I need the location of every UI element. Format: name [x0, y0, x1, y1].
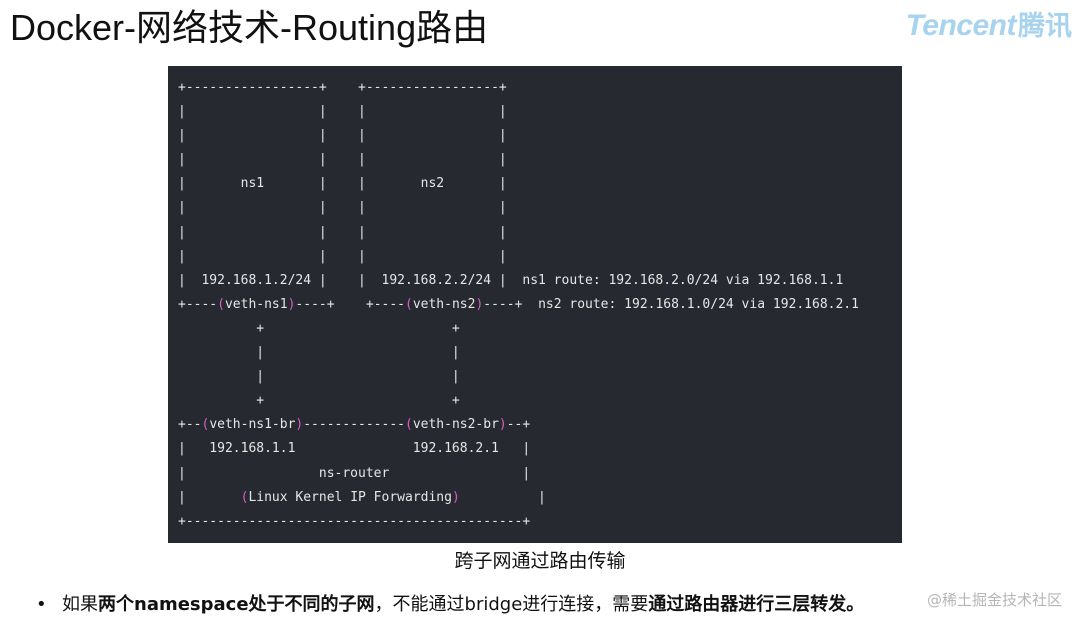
- bullet-text: 如果: [62, 594, 98, 615]
- tencent-logo: Tencent腾讯: [906, 4, 1072, 48]
- paren-highlight: ): [498, 417, 507, 433]
- ascii-diagram: +-----------------+ +-----------------+ |…: [178, 76, 859, 534]
- diagram-line: + +: [178, 389, 859, 413]
- diagram-line: | |: [178, 365, 859, 389]
- diagram-text: veth-ns1: [224, 296, 288, 312]
- diagram-text: | ns-router |: [178, 465, 531, 481]
- diagram-text: | ns1 | | ns2 |: [178, 176, 507, 192]
- diagram-caption: 跨子网通过路由传输: [454, 550, 626, 572]
- paren-highlight: ): [475, 296, 484, 312]
- diagram-text: | 192.168.1.2/24 | | 192.168.2.2/24 | ns…: [178, 272, 844, 288]
- diagram-text: +---------------------------------------…: [178, 513, 531, 529]
- bullet-icon: •: [36, 594, 47, 615]
- diagram-line: | |: [178, 341, 859, 365]
- diagram-line: +-----------------+ +-----------------+: [178, 76, 859, 100]
- diagram-text: -------------: [303, 417, 405, 433]
- paren-highlight: ): [451, 489, 460, 505]
- diagram-text: --+: [506, 417, 531, 433]
- diagram-text: ----+ ns2 route: 192.168.1.0/24 via 192.…: [483, 296, 859, 312]
- diagram-text: | |: [178, 345, 460, 361]
- paren-highlight: ): [295, 417, 304, 433]
- diagram-text: | 192.168.1.1 192.168.2.1 |: [178, 441, 531, 457]
- diagram-line: | | | |: [178, 124, 859, 148]
- paren-highlight: (: [240, 489, 249, 505]
- diagram-text: | | | |: [178, 152, 507, 168]
- diagram-text: + +: [178, 393, 460, 409]
- diagram-text: | | | |: [178, 104, 507, 120]
- diagram-line: + +: [178, 317, 859, 341]
- diagram-line: | | | |: [178, 196, 859, 220]
- diagram-line: | ns1 | | ns2 |: [178, 172, 859, 196]
- paren-highlight: ): [287, 296, 296, 312]
- diagram-text: | | | |: [178, 248, 507, 264]
- diagram-line: | 192.168.1.2/24 | | 192.168.2.2/24 | ns…: [178, 269, 859, 293]
- logo-text-cn: 腾讯: [1018, 11, 1072, 41]
- slide-title: Docker-网络技术-Routing路由: [10, 7, 489, 48]
- diagram-text: | | | |: [178, 200, 507, 216]
- logo-text-en: Tencent: [905, 9, 1017, 42]
- diagram-text: +-----------------+ +-----------------+: [178, 80, 507, 95]
- bullet-text-bold: 通过路由器进行三层转发。: [648, 594, 865, 615]
- diagram-text: | | | |: [178, 224, 507, 240]
- diagram-text: |: [178, 489, 241, 505]
- bullet-text-bold: 两个namespace处于不同的子网: [98, 594, 375, 615]
- diagram-line: | ns-router |: [178, 462, 859, 486]
- bullet-list: • 如果两个namespace处于不同的子网，不能通过bridge进行连接，需要通…: [36, 588, 864, 622]
- diagram-line: | 192.168.1.1 192.168.2.1 |: [178, 437, 859, 461]
- diagram-text: veth-ns2: [412, 296, 476, 312]
- diagram-text: + +: [178, 320, 460, 336]
- diagram-line: | (Linux Kernel IP Forwarding) |: [178, 486, 859, 510]
- diagram-line: | | | |: [178, 148, 859, 172]
- diagram-line: +---------------------------------------…: [178, 510, 859, 534]
- diagram-line: +--(veth-ns1-br)-------------(veth-ns2-b…: [178, 413, 859, 437]
- paren-highlight: (: [404, 417, 413, 433]
- diagram-text: | | | |: [178, 128, 507, 144]
- diagram-text: veth-ns2-br: [412, 417, 499, 433]
- diagram-text: |: [459, 489, 546, 505]
- diagram-line: | | | |: [178, 221, 859, 245]
- diagram-text: Linux Kernel IP Forwarding: [248, 489, 452, 505]
- diagram-line: +----(veth-ns1)----+ +----(veth-ns2)----…: [178, 293, 859, 317]
- diagram-text: | |: [178, 369, 460, 385]
- bullet-text: ，不能通过bridge进行连接，需要: [374, 594, 649, 615]
- paren-highlight: (: [405, 296, 413, 312]
- diagram-text: veth-ns1-br: [209, 417, 296, 433]
- diagram-text: ----+ +----: [295, 296, 405, 312]
- diagram-text: +----: [178, 296, 218, 312]
- network-topology-diagram: +-----------------+ +-----------------+ |…: [168, 66, 902, 543]
- diagram-text: +--: [178, 417, 202, 433]
- paren-highlight: (: [201, 417, 210, 433]
- paren-highlight: (: [217, 296, 225, 312]
- diagram-line: | | | |: [178, 100, 859, 124]
- watermark: @稀土掘金技术社区: [926, 591, 1062, 609]
- diagram-line: | | | |: [178, 245, 859, 269]
